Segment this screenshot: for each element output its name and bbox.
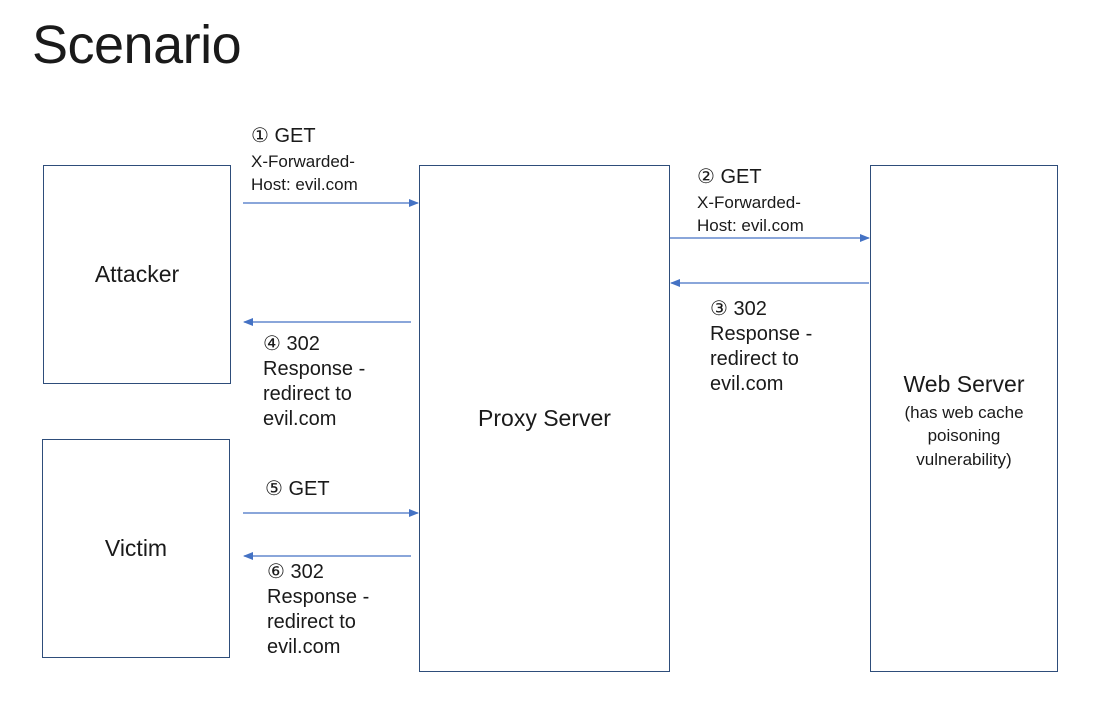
- step-6-label: ⑥ 302 Response - redirect to evil.com: [267, 561, 370, 658]
- web-server-note: (has web cache poisoning vulnerability): [904, 402, 1024, 470]
- step-4-label: ④ 302 Response - redirect to evil.com: [263, 333, 366, 430]
- step-5-label: ⑤ GET: [265, 478, 330, 500]
- attacker-node: Attacker: [43, 165, 231, 384]
- web-server-node: Web Server (has web cache poisoning vuln…: [870, 165, 1058, 672]
- attacker-label: Attacker: [94, 260, 180, 287]
- step-3-label: ③ 302 Response - redirect to evil.com: [710, 298, 813, 395]
- step-1-label: ① GET: [251, 125, 316, 147]
- proxy-server-node: Proxy Server: [419, 165, 670, 672]
- victim-label: Victim: [104, 534, 168, 561]
- step-2-detail: X-Forwarded- Host: evil.com: [697, 193, 804, 235]
- step-2-label: ② GET: [697, 166, 762, 188]
- step-1-detail: X-Forwarded- Host: evil.com: [251, 152, 358, 194]
- victim-node: Victim: [42, 439, 230, 658]
- web-server-label: Web Server: [903, 371, 1025, 397]
- proxy-server-label: Proxy Server: [478, 404, 611, 431]
- page-title: Scenario: [32, 15, 242, 75]
